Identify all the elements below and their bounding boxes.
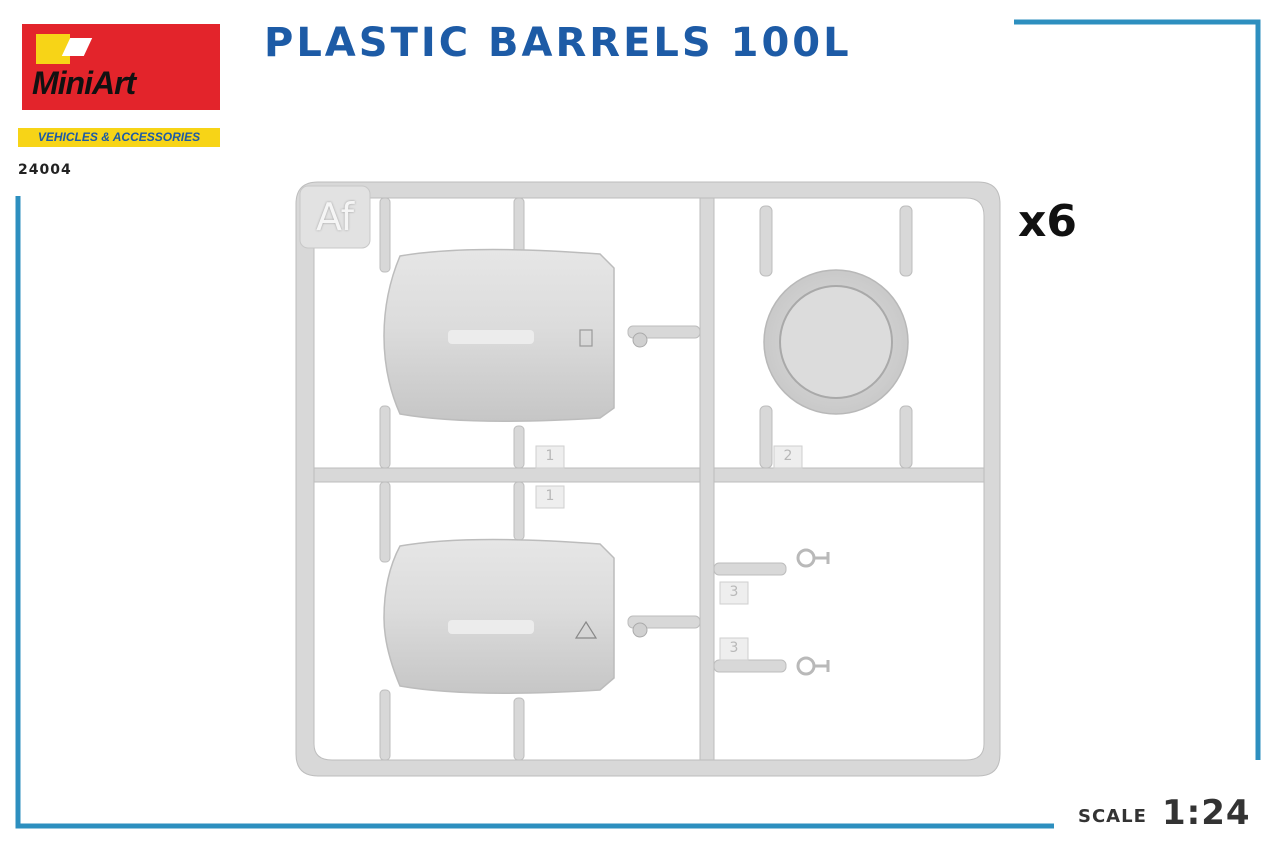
part-number-tag: 3 bbox=[729, 640, 739, 656]
part-number-tag: 1 bbox=[545, 448, 555, 464]
category-badge: VEHICLES & ACCESSORIES bbox=[18, 128, 220, 147]
miniart-logo: MiniArt bbox=[22, 24, 220, 110]
part-number-tag: 1 bbox=[545, 488, 555, 504]
sprue-illustration bbox=[295, 181, 1001, 777]
runner-horizontal bbox=[313, 467, 985, 483]
product-title: PLASTIC BARRELS 100L bbox=[264, 20, 852, 66]
sprue-letter-tab: Af bbox=[315, 195, 355, 239]
barrel-part-1 bbox=[383, 248, 648, 422]
part-number-tag: 2 bbox=[783, 448, 793, 464]
scale-label: SCALE bbox=[1078, 806, 1147, 827]
barrel-lid-part bbox=[763, 269, 909, 415]
scale-value: 1:24 bbox=[1162, 793, 1251, 833]
key-part-1 bbox=[796, 548, 830, 568]
key-part-2 bbox=[796, 656, 830, 676]
barrel-part-2 bbox=[383, 538, 648, 694]
logo-text: MiniArt bbox=[32, 65, 136, 101]
part-number-tag: 3 bbox=[729, 584, 739, 600]
kit-number: 24004 bbox=[18, 162, 72, 178]
runner-vertical bbox=[699, 197, 715, 761]
sprue-quantity: x6 bbox=[1018, 196, 1077, 247]
